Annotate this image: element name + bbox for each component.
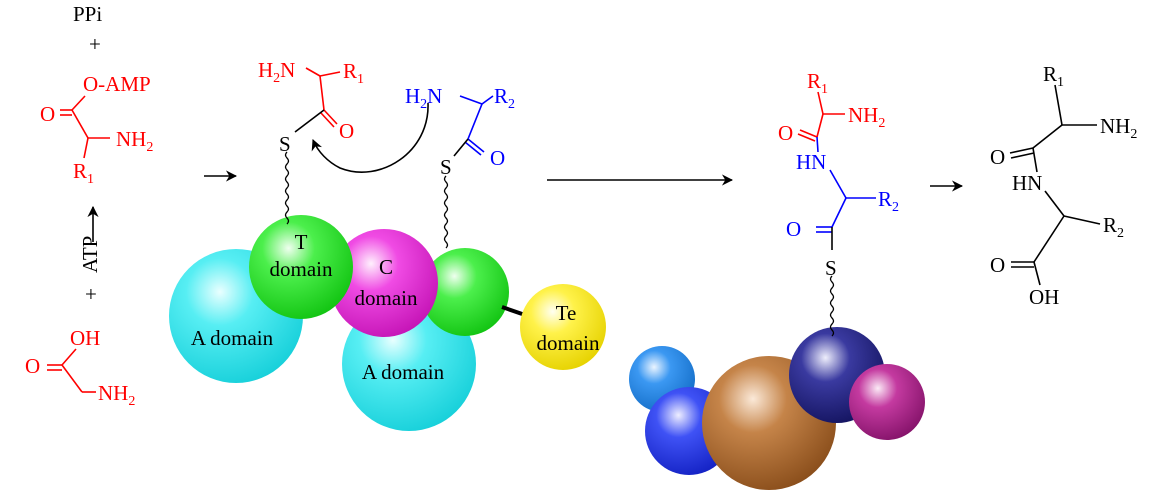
o-amp-label: O-AMP <box>83 72 151 96</box>
r1-red: R1 <box>343 59 364 87</box>
atp-label: ATP <box>78 236 102 273</box>
t-domain-second <box>421 248 509 336</box>
thioester-1-bonds <box>305 67 341 128</box>
thioester-1-s-bond <box>294 109 325 133</box>
plus-sign-2: + <box>85 282 97 306</box>
ppant-arm-2 <box>443 175 449 249</box>
amino-nh2: NH2 <box>116 127 153 155</box>
dipeptide-product: R1 O NH2 HN R2 O OH <box>990 62 1137 309</box>
r1-group: R1 <box>73 159 94 187</box>
c-domain-label-1: C <box>379 255 393 279</box>
oh-product: OH <box>1029 285 1059 309</box>
te-domain <box>520 284 606 370</box>
thioester-2-bonds <box>459 95 494 156</box>
aminoacyl-amp-bonds <box>60 95 110 159</box>
te-domain-label-2: domain <box>537 331 600 355</box>
o-dipeptide-bottom: O <box>786 217 801 241</box>
r1-dipeptide: R1 <box>807 69 828 97</box>
r1-product: R1 <box>1043 62 1064 90</box>
sphere-magenta <box>849 364 925 440</box>
amino-acid-bonds <box>47 348 96 393</box>
nucleophilic-attack-arrow <box>311 102 429 173</box>
c-domain-label-2: domain <box>355 286 418 310</box>
dipeptide-red-bonds <box>797 91 845 142</box>
thioester-2-s-bond <box>453 138 469 157</box>
glycine-carbonyl-o: O <box>25 354 40 378</box>
o-product-bottom: O <box>990 253 1005 277</box>
a-domain-left-label: A domain <box>191 326 274 350</box>
peptide-bond <box>816 136 819 153</box>
dipeptidyl-intermediate: R1 O NH2 HN R2 O S <box>629 69 925 490</box>
c-domain <box>330 229 438 337</box>
nrps-module: T domain C domain A domain A domain Te d… <box>169 58 606 431</box>
ppant-arm-3 <box>829 275 835 337</box>
o-dipeptide-top: O <box>778 121 793 145</box>
t-domain-label-1: T <box>295 230 308 254</box>
te-domain-label-1: Te <box>556 301 577 325</box>
o-red: O <box>339 119 354 143</box>
nh2-product: NH2 <box>1100 114 1137 142</box>
product-bonds <box>1009 84 1101 286</box>
s-thiol-1: S <box>279 132 291 156</box>
s-thiol-2: S <box>440 155 452 179</box>
o-blue: O <box>490 146 505 170</box>
r2-product: R2 <box>1103 213 1124 241</box>
ppi-label: PPi <box>73 2 102 26</box>
activation-scheme: PPi + O-AMP O NH2 R1 ATP + OH O NH2 <box>25 2 153 409</box>
t-domain-label-2: domain <box>270 257 333 281</box>
dipeptide-blue-bonds <box>816 169 876 233</box>
hn-dipeptide: HN <box>796 150 826 174</box>
carbonyl-o: O <box>40 102 55 126</box>
glycine-nh2: NH2 <box>98 381 135 409</box>
h2n-red: H2N <box>258 58 295 86</box>
s-dipeptide: S <box>825 256 837 280</box>
hn-product: HN <box>1012 171 1042 195</box>
nh2-dipeptide: NH2 <box>848 103 885 131</box>
r2-dipeptide: R2 <box>878 187 899 215</box>
ppant-arm-1 <box>284 151 290 225</box>
glycine-oh: OH <box>70 326 100 350</box>
o-product-top: O <box>990 145 1005 169</box>
t-domain <box>249 215 353 319</box>
a-domain-center-label: A domain <box>362 360 445 384</box>
plus-sign: + <box>89 32 101 56</box>
r2-blue: R2 <box>494 84 515 112</box>
h2n-blue: H2N <box>405 84 442 112</box>
